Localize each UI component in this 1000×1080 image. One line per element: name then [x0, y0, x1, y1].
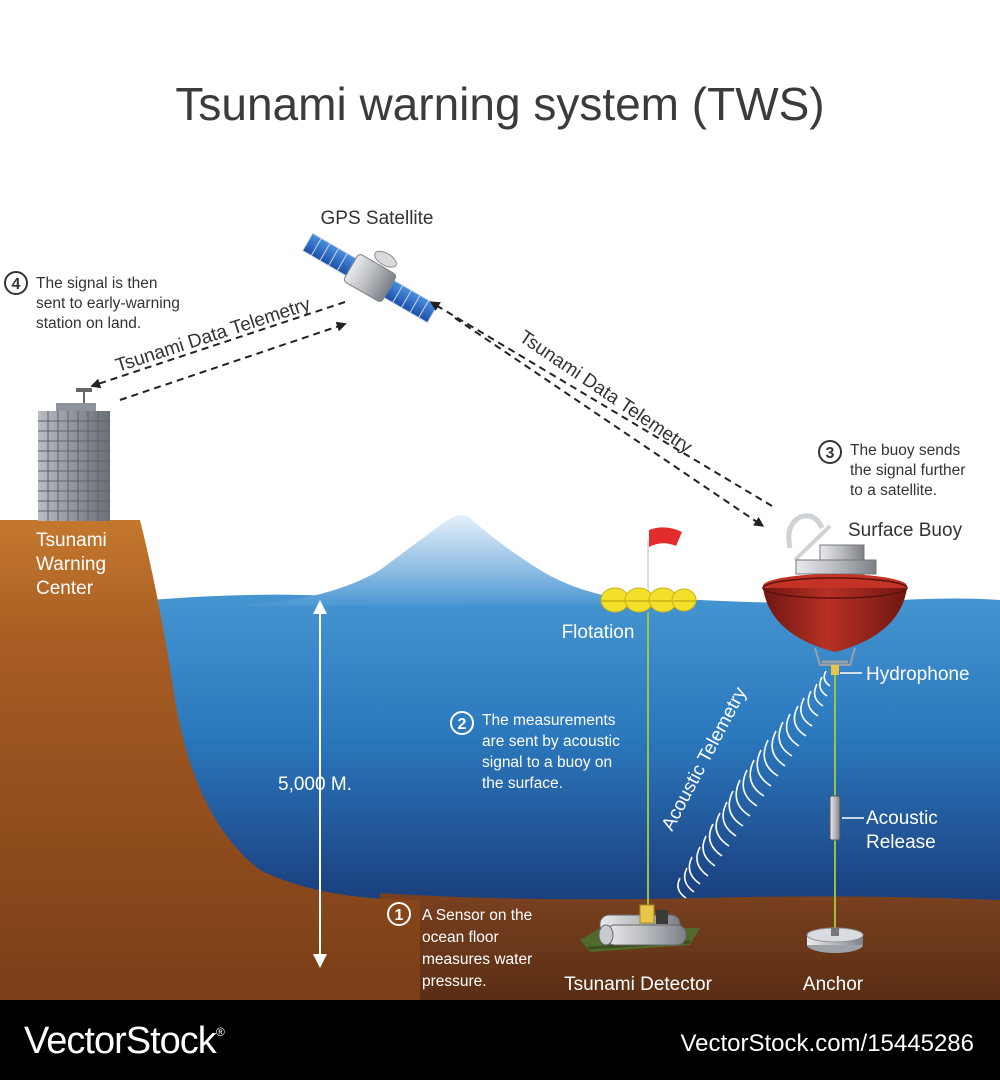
step-4-line-2: sent to early-warning [36, 295, 180, 312]
step-1: 1 A Sensor on the ocean floor measures w… [387, 902, 532, 990]
step-3: 3 The buoy sends the signal further to a… [818, 440, 965, 499]
telemetry-arrows-left [90, 301, 347, 401]
step-2-line-2: are sent by acoustic [482, 733, 620, 750]
step-1-badge [387, 902, 411, 926]
acoustic-waves [677, 670, 831, 899]
hydrophone-label: Hydrophone [866, 664, 970, 685]
page-title: Tsunami warning system (TWS) [175, 78, 824, 130]
step-4-line-3: station on land. [36, 315, 141, 332]
telemetry-label-right: Tsunami Data Telemetry [515, 327, 696, 458]
footer-brand-mark: ® [216, 1025, 225, 1039]
land-mass [0, 520, 420, 1000]
step-1-line-2: ocean floor [422, 929, 499, 946]
step-4: 4 The signal is then sent to early-warni… [4, 271, 180, 332]
flotation [600, 527, 697, 613]
step-2-badge [450, 711, 474, 735]
step-1-line-4: pressure. [422, 973, 487, 990]
acoustic-release [829, 795, 864, 841]
step-3-line-3: to a satellite. [850, 482, 937, 499]
acoustic-release-label-line-2: Release [866, 832, 936, 853]
warning-center-label-line-3: Center [36, 578, 94, 599]
depth-indicator [313, 600, 327, 968]
step-2-line-4: the surface. [482, 775, 563, 792]
warning-center-building [38, 388, 110, 521]
gps-satellite-label: GPS Satellite [321, 208, 434, 229]
step-2-line-1: The measurements [482, 712, 616, 729]
flotation-label: Flotation [562, 622, 635, 643]
footer-url: VectorStock.com/15445286 [680, 1030, 974, 1057]
step-3-badge [818, 440, 842, 464]
warning-center-label-line-2: Warning [36, 554, 106, 575]
building-windows [38, 411, 110, 521]
step-4-number: 4 [12, 276, 21, 293]
step-4-badge [4, 271, 28, 295]
hydrophone [831, 665, 862, 675]
step-3-number: 3 [826, 445, 835, 462]
tsunami-detector-label: Tsunami Detector [564, 974, 713, 995]
step-1-line-3: measures water [422, 951, 532, 968]
step-2: 2 The measurements are sent by acoustic … [450, 711, 620, 792]
step-3-line-2: the signal further [850, 462, 965, 479]
step-3-line-1: The buoy sends [850, 442, 961, 459]
gps-satellite [301, 232, 439, 324]
surface-buoy [762, 513, 908, 666]
step-4-line-1: The signal is then [36, 275, 158, 292]
anchor-label: Anchor [803, 974, 864, 995]
step-1-line-1: A Sensor on the [422, 907, 532, 924]
step-1-number: 1 [395, 907, 404, 924]
depth-label: 5,000 M. [278, 774, 352, 795]
warning-center-label-line-1: Tsunami [36, 530, 107, 551]
surface-buoy-label: Surface Buoy [848, 520, 963, 541]
footer-bar [0, 1000, 1000, 1080]
anchor [806, 927, 864, 953]
step-2-line-3: signal to a buoy on [482, 754, 612, 771]
acoustic-release-label-line-1: Acoustic [866, 808, 938, 829]
footer-brand: VectorStock [24, 1020, 218, 1062]
ocean-floor [380, 893, 1000, 1000]
telemetry-arrows-right [429, 301, 773, 527]
step-2-number: 2 [458, 716, 467, 733]
tsunami-wave [245, 514, 660, 606]
tsunami-detector [580, 904, 700, 952]
